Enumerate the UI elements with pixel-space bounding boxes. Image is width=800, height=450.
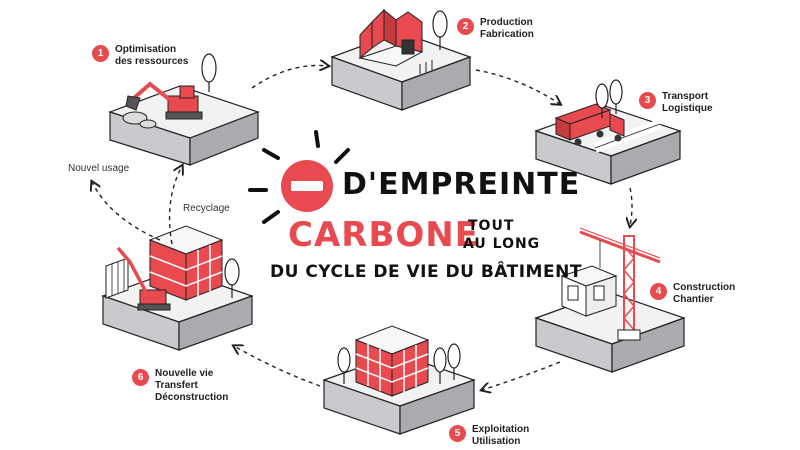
arrow-recycling <box>168 166 182 245</box>
slogan-line2: CARBONE <box>288 215 479 255</box>
slogan-line2-side-a: TOUT <box>468 218 515 234</box>
arrow-3-to-4 <box>630 187 632 226</box>
block-construction <box>534 227 686 373</box>
step-number-badge: 5 <box>449 425 466 442</box>
excavator-icon <box>125 81 203 120</box>
step-label: Exploitation <box>472 424 530 435</box>
step-label: Nouvelle vie <box>155 368 214 379</box>
new-use-label: Nouvel usage <box>68 163 130 174</box>
arrow-new-use <box>92 182 161 241</box>
step-label: Fabrication <box>480 29 534 40</box>
arrow-1-to-2 <box>251 65 328 89</box>
step-number-badge: 3 <box>639 92 656 109</box>
recycling-label: Recyclage <box>183 203 230 214</box>
truck-icon <box>554 103 625 146</box>
tree-icon <box>201 53 217 92</box>
tree-icon <box>433 347 447 384</box>
tree-icon <box>595 83 609 118</box>
step-number-badge: 1 <box>92 45 109 62</box>
building-icon <box>354 325 430 397</box>
step-5-exploitation: 5 Exploitation Utilisation <box>449 424 529 448</box>
block-production <box>330 8 472 111</box>
step-label: Optimisation <box>115 44 177 55</box>
excavator-icon <box>116 246 171 311</box>
block-transport <box>534 79 682 185</box>
step-label: Logistique <box>662 103 713 114</box>
block-nouvelle-vie <box>101 225 254 351</box>
arrow-2-to-3 <box>475 69 560 104</box>
cycle-arrows <box>92 65 632 390</box>
step-6-nouvelle-vie: 6 Nouvelle vie Transfert Déconstruction <box>132 368 228 404</box>
arrow-5-to-6 <box>234 346 321 387</box>
step-label: Construction <box>673 282 736 293</box>
step-label: des ressources <box>115 56 189 67</box>
minus-burst <box>248 130 350 224</box>
tree-icon <box>447 343 461 380</box>
arrow-4-to-5 <box>482 361 561 390</box>
step-label: Chantier <box>673 294 714 305</box>
step-label: Déconstruction <box>155 392 229 403</box>
building-module-icon <box>560 265 618 317</box>
factory-icon <box>358 8 424 67</box>
step-label: Utilisation <box>472 436 521 447</box>
slogan-line1: D'EMPREINTE <box>342 167 581 202</box>
tree-icon <box>609 79 623 114</box>
slogan-line3: DU CYCLE DE VIE DU BÂTIMENT <box>270 262 582 282</box>
step-number-badge: 6 <box>132 369 149 386</box>
tree-icon <box>224 258 240 298</box>
slogan-line2-side-b: AU LONG <box>463 236 541 252</box>
step-label: Transfert <box>155 380 198 391</box>
step-label: Transport <box>662 91 709 102</box>
tree-icon <box>432 10 448 50</box>
step-2-production: 2 Production Fabrication <box>457 17 534 41</box>
panel-icon <box>105 257 129 299</box>
crane-icon <box>579 227 661 341</box>
building-icon <box>148 225 224 301</box>
step-1-optimisation: 1 Optimisation des ressources <box>92 44 188 68</box>
step-3-transport: 3 Transport Logistique <box>639 91 713 115</box>
tree-icon <box>337 347 351 384</box>
step-number-badge: 4 <box>650 283 667 300</box>
step-4-construction: 4 Construction Chantier <box>650 282 735 306</box>
block-exploitation <box>322 325 476 435</box>
step-number-badge: 2 <box>457 18 474 35</box>
fence-icon <box>419 60 433 74</box>
step-label: Production <box>480 17 533 28</box>
block-optimisation <box>108 53 260 166</box>
